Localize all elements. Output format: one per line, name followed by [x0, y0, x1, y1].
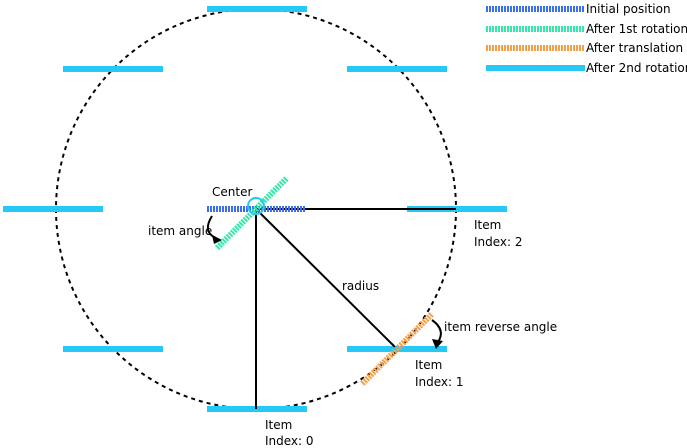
item-2-label-line2: Index: 2 — [474, 235, 523, 249]
center-marker — [247, 197, 265, 215]
item-2-label-line1: Item — [474, 218, 501, 232]
legend-swatch-translation — [486, 45, 585, 51]
legend-swatch-rotation-2 — [486, 65, 585, 71]
legend-swatch-initial — [486, 6, 585, 12]
item-after-translation — [359, 311, 435, 387]
legend-swatch-rotation-1 — [486, 26, 585, 32]
legend-item-translation: After translation — [486, 38, 683, 58]
item-1-label-line2: Index: 1 — [415, 375, 464, 389]
item-reverse-angle-arrow — [431, 319, 442, 343]
center-label: Center — [212, 185, 252, 199]
legend-item-rotation-2: After 2nd rotation — [486, 58, 687, 78]
radius-label: radius — [342, 279, 379, 293]
legend-label: Initial position — [586, 2, 671, 16]
legend-label: After translation — [586, 41, 684, 55]
legend-label: After 2nd rotation — [586, 61, 687, 75]
legend-label: After 1st rotation — [586, 22, 687, 36]
item-0-label-line1: Item — [265, 418, 292, 432]
item-0-label-line2: Index: 0 — [265, 434, 314, 448]
item-1-label-line1: Item — [415, 358, 442, 372]
item-index-2 — [407, 206, 507, 212]
radius-line — [255, 208, 398, 350]
item-reverse-angle-label: item reverse angle — [444, 320, 557, 334]
legend-item-initial: Initial position — [486, 0, 671, 19]
item-angle-label: item angle — [148, 224, 212, 238]
item-top-right — [347, 66, 447, 72]
item-top — [207, 6, 307, 12]
item-top-left — [63, 66, 163, 72]
item-left — [3, 206, 103, 212]
item-bottom-left — [63, 346, 163, 352]
legend-item-rotation-1: After 1st rotation — [486, 19, 687, 39]
item-angle-arrowhead-icon — [212, 235, 222, 244]
item-reverse-angle-arrowhead-icon — [432, 339, 443, 349]
